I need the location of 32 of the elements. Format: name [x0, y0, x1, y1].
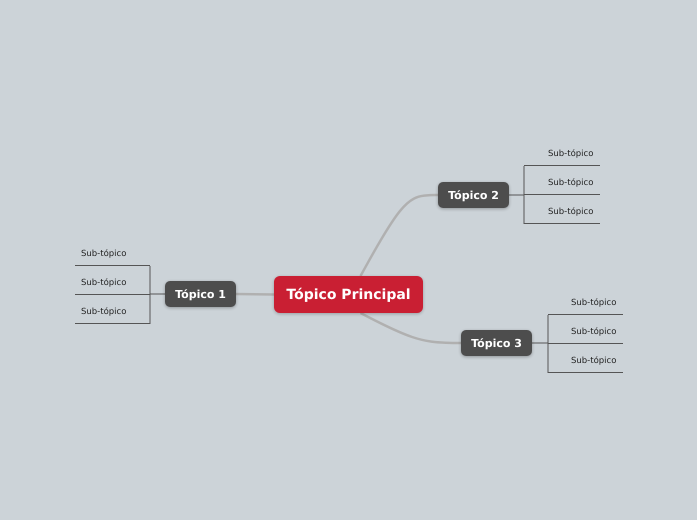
- node-text: Sub-tópico: [571, 327, 616, 337]
- subtopic-line: [548, 327, 623, 344]
- node-text: Sub-tópico: [571, 298, 616, 308]
- connector-line: [360, 312, 461, 344]
- subtopic-line: [75, 249, 150, 266]
- subtopic-line: [524, 149, 600, 166]
- connector-line: [359, 194, 438, 277]
- node-text: Sub-tópico: [548, 207, 594, 217]
- connector-line: [532, 342, 548, 374]
- subtopic-line: [548, 356, 623, 373]
- node-text: Sub-tópico: [548, 178, 594, 188]
- topic-box: [165, 281, 236, 307]
- subtopic-line: [548, 298, 623, 315]
- connector-line: [236, 292, 274, 296]
- node-text: Tópico Principal: [286, 286, 411, 302]
- subtopic-line: [75, 307, 150, 324]
- connector-line: [508, 194, 524, 224]
- topic-box: [461, 330, 532, 356]
- node-text: Tópico 3: [471, 336, 522, 350]
- subtopic-line: [75, 278, 150, 295]
- node-text: Sub-tópico: [81, 307, 126, 317]
- node-text: Sub-tópico: [548, 149, 594, 159]
- node-text: Tópico 2: [448, 188, 499, 202]
- subtopic-line: [524, 178, 600, 195]
- node-text: Sub-tópico: [571, 356, 616, 366]
- connector-line: [150, 294, 166, 324]
- node-text: Sub-tópico: [81, 278, 126, 288]
- topic-box: [438, 182, 509, 208]
- subtopic-line: [524, 207, 600, 224]
- central-topic-box: [274, 276, 423, 313]
- node-text: Sub-tópico: [81, 249, 126, 259]
- node-text: Tópico 1: [175, 288, 226, 300]
